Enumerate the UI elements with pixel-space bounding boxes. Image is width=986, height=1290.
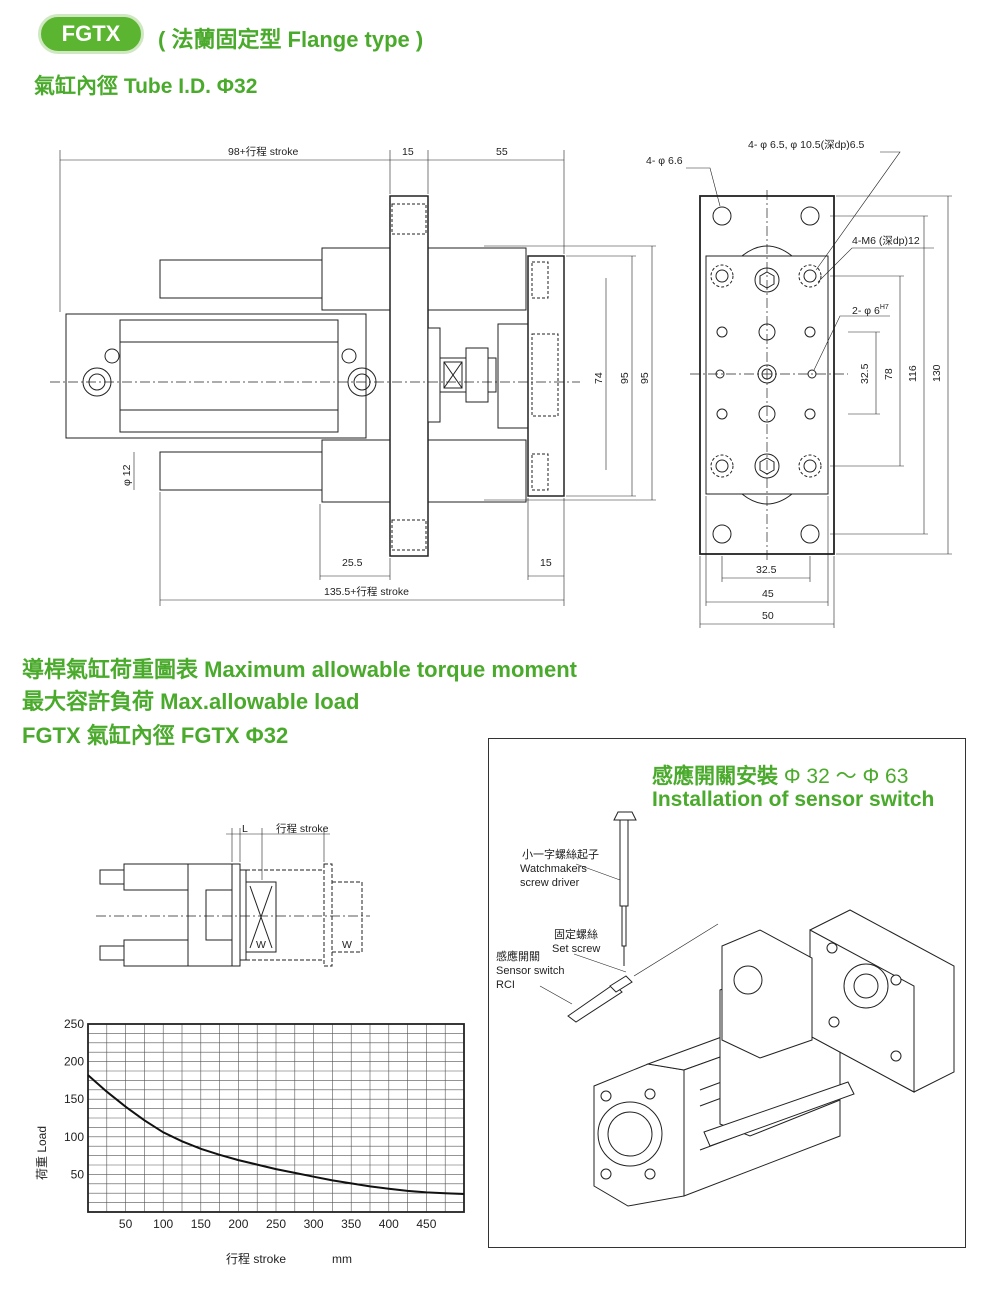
stroke-label: 行程 stroke [276,822,329,835]
tube-label: 氣缸內徑 Tube I.D. Φ32 [34,75,258,98]
dim-bottom-left: 25.5 [342,557,363,569]
y-tick-label: 200 [64,1055,84,1069]
x-tick-label: 50 [119,1217,133,1231]
sensor-panel [488,738,966,1248]
load-curve [87,1074,465,1195]
dim-thread: 4-M6 (深dp)12 [852,235,920,247]
x-tick-label: 350 [341,1217,361,1231]
w-label-2: W [342,939,352,951]
type-label: ( 法蘭固定型 Flange type ) [158,27,424,52]
x-axis-label: 行程 stroke [226,1251,286,1266]
dim-v78: 78 [883,368,895,380]
l-label: L [242,823,248,835]
heading-load: 最大容許負荷 Max.allowable load [22,689,360,714]
dim-top-mid: 15 [402,146,414,158]
x-tick-label: 400 [379,1217,399,1231]
dim-rod-dia: φ 12 [121,464,133,486]
y-tick-label: 50 [71,1167,85,1181]
dim-bottom-right: 15 [540,557,552,569]
chart-grid [87,1023,465,1213]
x-tick-label: 150 [191,1217,211,1231]
y-axis-label: 荷重 Load [35,1126,49,1180]
y-tick-label: 150 [64,1092,84,1106]
w-label-1: W [256,939,266,951]
dim-74: 74 [593,372,605,384]
dim-holes-b: 4- φ 6.5, φ 10.5(深dp)6.5 [748,139,865,151]
dim-b50: 50 [762,610,774,622]
x-tick-label: 250 [266,1217,286,1231]
dim-top-right: 55 [496,146,508,158]
sensor-title-en: Installation of sensor switch [652,788,935,811]
dim-b45: 45 [762,588,774,600]
y-tick-label: 250 [64,1017,84,1031]
chart-ticks: 50 100 150 200 250 300 350 400 450 50 100 150 200 250 [64,1017,437,1231]
x-axis-unit: mm [332,1252,352,1266]
x-tick-label: 300 [304,1217,324,1231]
dim-v116: 116 [907,365,919,382]
dim-v32: 32.5 [859,363,871,384]
dim-bottom-total: 135.5+行程 stroke [324,585,409,598]
chart-frame [87,1023,465,1213]
dim-pin: 2- φ 6H7 [852,304,889,317]
technical-drawing: 98+行程 stroke 15 55 φ 12 25.5 15 135.5+行程… [50,139,952,628]
x-tick-label: 450 [416,1217,436,1231]
dim-95b: 95 [639,372,651,384]
sensor-title: 感應開關安裝 Φ 32 ～ Φ 63 [652,765,909,788]
heading-torque: 導桿氣缸荷重圖表 Maximum allowable torque moment [22,657,577,682]
dim-v130: 130 [931,364,943,382]
dim-95a: 95 [619,372,631,384]
x-tick-label: 100 [153,1217,173,1231]
heading-model: FGTX 氣缸內徑 FGTX Φ32 [22,723,289,748]
x-tick-label: 200 [228,1217,248,1231]
model-badge: FGTX [38,14,144,54]
dim-holes-a: 4- φ 6.6 [646,155,683,167]
y-tick-label: 100 [64,1130,84,1144]
dim-b32: 32.5 [756,564,777,576]
dim-top-left: 98+行程 stroke [228,145,298,158]
